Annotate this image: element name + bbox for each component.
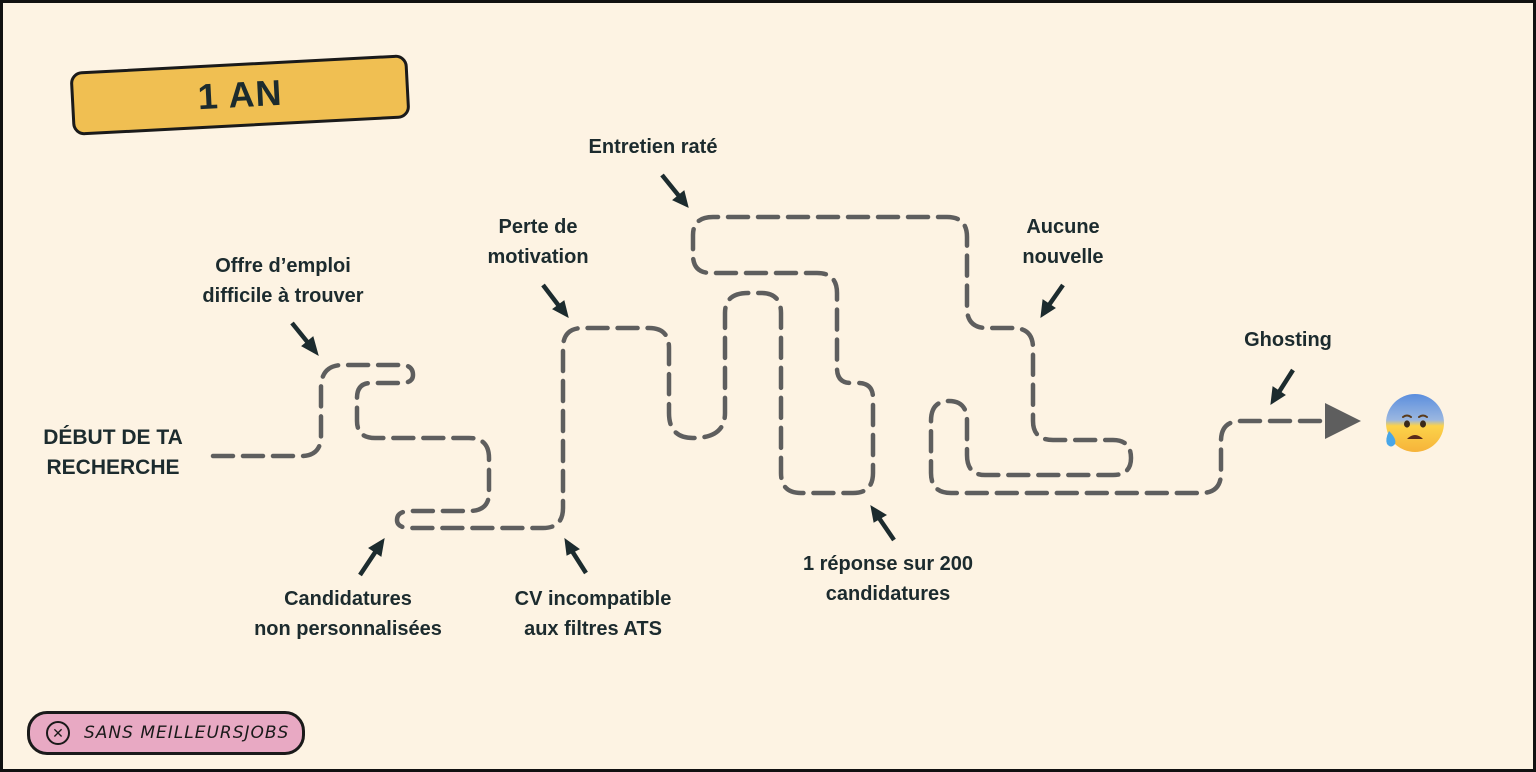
obstacle-label-entretien: Entretien raté (563, 132, 743, 162)
obstacle-label-line1: 1 réponse sur 200 (802, 553, 974, 575)
arrow-candidatures (358, 538, 385, 577)
journey-path-diagram (210, 173, 1361, 577)
anxious-sweat-face-icon (1386, 394, 1444, 452)
obstacle-label-line2: nouvelle (1022, 246, 1104, 268)
obstacle-label-line2: candidatures (825, 583, 951, 605)
obstacle-label-line2: difficile à trouver (202, 285, 364, 307)
arrow-aucune (1040, 283, 1065, 318)
obstacle-label-line1: CV incompatible (514, 588, 672, 610)
obstacle-label-cv: CV incompatible aux filtres ATS (493, 584, 693, 644)
journey-path (210, 214, 1361, 531)
obstacle-label-line1: Perte de (498, 216, 578, 238)
start-label-line1: DÉBUT DE TA (43, 426, 183, 449)
obstacle-label-line1: Offre d’emploi (215, 255, 351, 277)
obstacle-label-ghosting: Ghosting (1228, 325, 1348, 355)
obstacle-label-line1: Entretien raté (588, 136, 718, 158)
start-label-line2: RECHERCHE (46, 456, 180, 479)
arrow-reponse (870, 504, 896, 542)
obstacle-label-line2: motivation (487, 246, 589, 268)
arrow-cv (564, 537, 588, 575)
obstacle-label-reponse: 1 réponse sur 200 candidatures (783, 549, 993, 609)
arrow-offre (290, 321, 319, 357)
obstacle-label-line1: Aucune (1026, 216, 1100, 238)
obstacle-label-line2: aux filtres ATS (524, 618, 662, 640)
obstacle-label-line2: non personnalisées (254, 618, 442, 640)
arrow-motivation (541, 283, 569, 318)
start-label: DÉBUT DE TA RECHERCHE (33, 423, 193, 483)
obstacle-label-line1: Ghosting (1244, 329, 1332, 351)
close-circle-icon: ✕ (46, 721, 70, 745)
obstacle-label-aucune: Aucune nouvelle (1003, 212, 1123, 272)
footer-tag: ✕ sans meilleursjobs (27, 711, 305, 755)
obstacle-label-line1: Candidatures (284, 588, 412, 610)
footer-tag-label: sans meilleursjobs (84, 723, 290, 743)
pointer-arrows (290, 173, 1295, 577)
obstacle-label-offre: Offre d’emploi difficile à trouver (183, 251, 383, 311)
arrow-entretien (660, 173, 689, 208)
arrow-ghosting (1270, 368, 1295, 405)
obstacle-label-candidatures: Candidatures non personnalisées (243, 584, 453, 644)
obstacle-label-motivation: Perte de motivation (463, 212, 613, 272)
